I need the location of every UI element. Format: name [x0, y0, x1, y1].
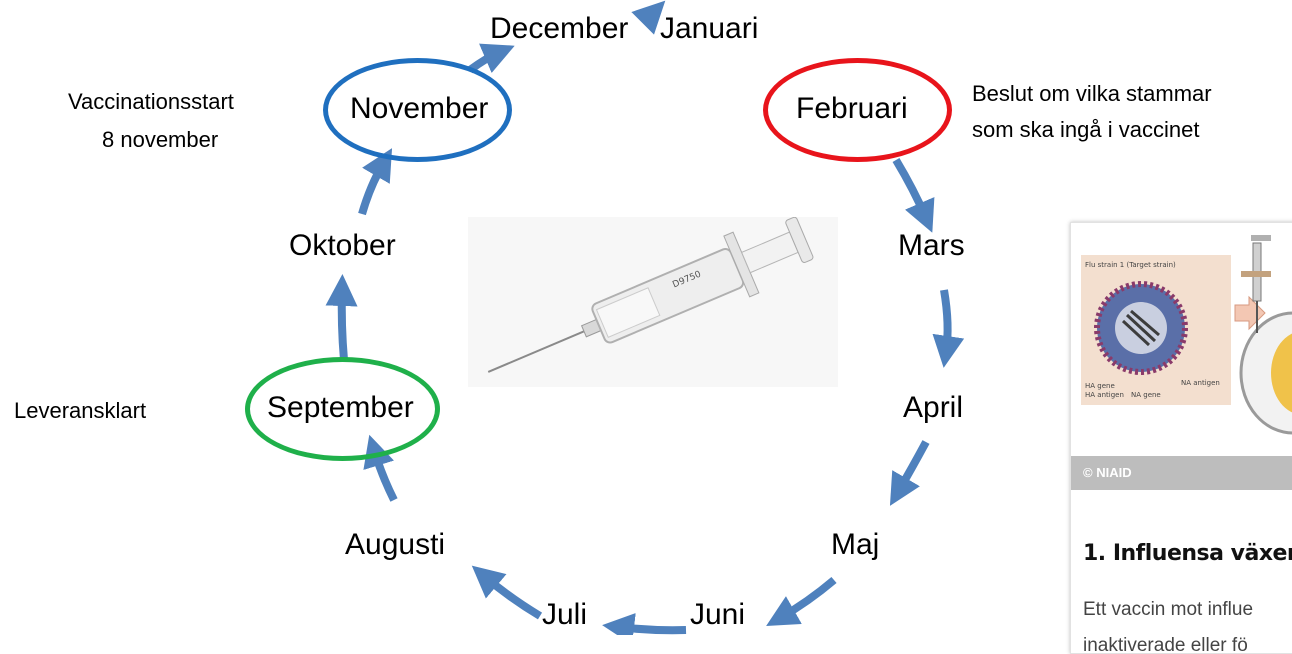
month-maj: Maj [831, 530, 879, 560]
article-body-line2: inaktiverade eller fö [1083, 628, 1253, 654]
strain-label: Flu strain 1 (Target strain) [1085, 261, 1176, 269]
note-decision-line2: som ska ingå i vaccinet [972, 116, 1199, 144]
arrow-oktober-november [362, 162, 384, 214]
month-september: September [267, 393, 414, 423]
month-april: April [903, 393, 963, 423]
arrow-november-december [470, 52, 500, 70]
image-caption: © NIAID [1071, 456, 1292, 490]
month-januari: Januari [660, 14, 758, 44]
arrow-maj-juni [780, 580, 834, 618]
arrow-juni-juli [618, 627, 686, 630]
note-decision-line1: Beslut om vilka stammar [972, 80, 1212, 108]
month-juli: Juli [542, 600, 587, 630]
ha-gene-label: HA gene [1085, 382, 1115, 390]
month-oktober: Oktober [289, 231, 396, 261]
article-body-line1: Ett vaccin mot influe [1083, 592, 1253, 628]
virus-illustration: Flu strain 1 (Target strain) HA gene HA … [1071, 223, 1292, 456]
article-card: Flu strain 1 (Target strain) HA gene HA … [1070, 222, 1292, 654]
month-november: November [350, 94, 488, 124]
month-juni: Juni [690, 600, 745, 630]
article-title: 1. Influensa växer i [1083, 541, 1292, 566]
note-vaccination-start-line1: Vaccinationsstart [68, 88, 234, 116]
month-december: December [490, 14, 628, 44]
note-vaccination-start-line2: 8 november [102, 126, 218, 154]
month-augusti: Augusti [345, 530, 445, 560]
article-body: Ett vaccin mot influe inaktiverade eller… [1083, 592, 1253, 654]
na-antigen-label: NA antigen [1181, 379, 1220, 387]
syringe-image: D9750 [468, 217, 838, 387]
arrow-april-maj [898, 442, 926, 492]
month-februari: Februari [796, 94, 908, 124]
arrow-februari-mars [896, 160, 926, 218]
month-mars: Mars [898, 231, 965, 261]
arrow-september-oktober [342, 290, 344, 360]
na-gene-label: NA gene [1131, 391, 1161, 399]
arrow-december-januari [646, 12, 654, 22]
arrow-mars-april [944, 290, 948, 352]
arrow-juli-augusti [484, 576, 540, 616]
note-delivery-ready: Leveransklart [14, 397, 146, 425]
ha-antigen-label: HA antigen [1085, 391, 1124, 399]
